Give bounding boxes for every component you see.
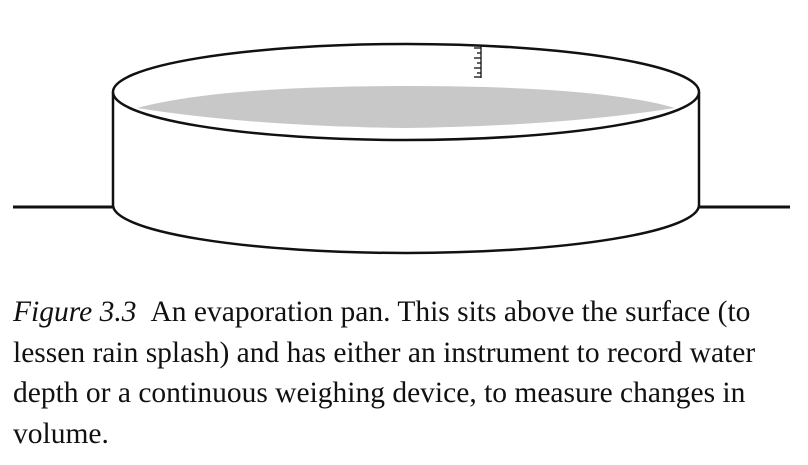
- caption-text: An evaporation pan. This sits above the …: [13, 296, 756, 450]
- evaporation-pan-diagram: [13, 42, 790, 255]
- figure-label: Figure 3.3: [13, 296, 137, 328]
- water-surface: [137, 86, 675, 128]
- depth-gauge: [474, 45, 482, 78]
